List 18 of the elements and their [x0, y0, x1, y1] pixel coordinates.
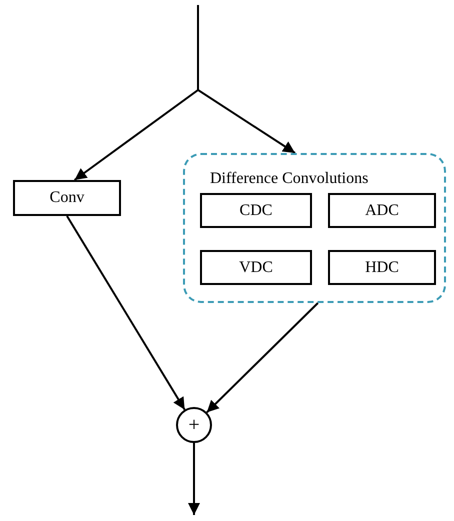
process-box	[328, 250, 436, 285]
box-label: Conv	[50, 190, 84, 206]
sum-circle	[176, 407, 212, 443]
process-box	[200, 250, 312, 285]
process-box	[200, 193, 312, 228]
dashed-group-box	[183, 153, 446, 303]
arrow	[197, 5, 296, 154]
box-label: VDC	[239, 260, 273, 276]
arrow	[66, 215, 186, 410]
box-label: ADC	[365, 202, 399, 218]
arrow	[188, 443, 200, 515]
plus-sign: +	[188, 415, 200, 435]
box-label: HDC	[365, 260, 399, 276]
arrow	[206, 302, 319, 414]
process-box	[13, 180, 121, 216]
group-title: Difference Convolutions	[210, 171, 368, 187]
process-box	[328, 193, 436, 228]
box-label: CDC	[240, 202, 272, 218]
